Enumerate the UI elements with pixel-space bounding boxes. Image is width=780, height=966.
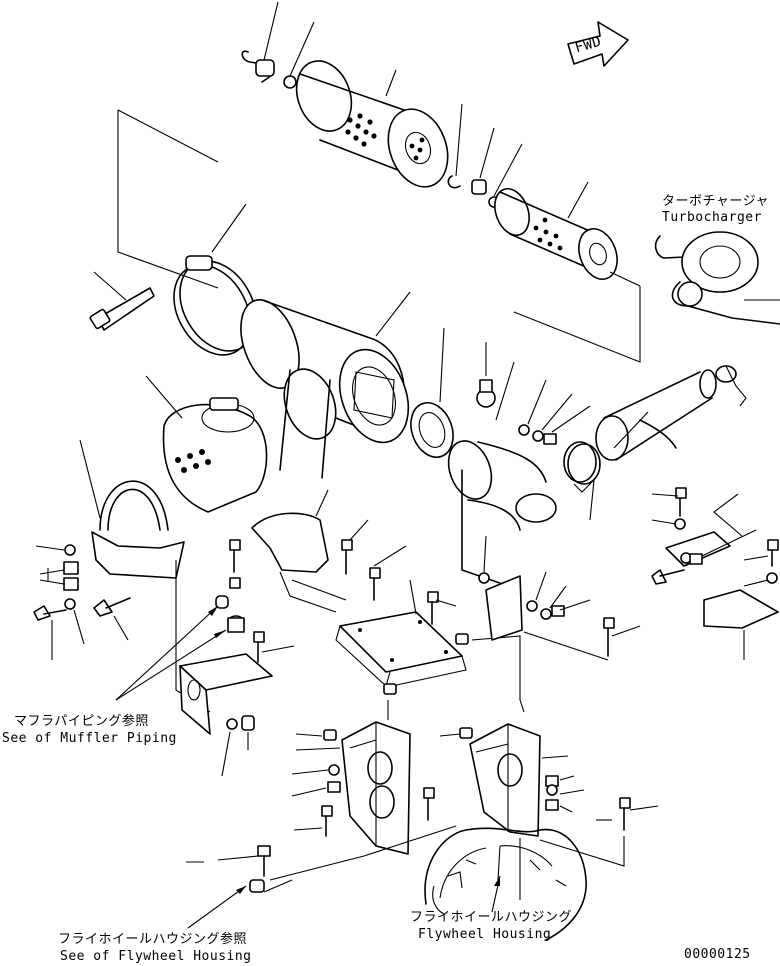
turbocharger-part (654, 231, 780, 325)
outer-element-part (295, 60, 449, 188)
dust-cup-part (145, 375, 268, 513)
fwd-arrow-icon (567, 21, 629, 67)
flywheel-housing-jp-label: フライホイールハウジング (410, 910, 573, 925)
muffler-piping-jp-label: マフラパイピング参照 (14, 714, 149, 729)
left-engine-mount-part (291, 700, 435, 855)
long-bolt-part (89, 271, 155, 331)
wing-nut-part (241, 1, 315, 89)
hose-clamp-part (563, 441, 601, 521)
elbow-washers-parts (518, 379, 591, 445)
inner-element-part (494, 181, 618, 280)
support-plate-part (335, 545, 521, 700)
left-fasteners-parts (33, 544, 131, 660)
clamp-band-part (173, 203, 257, 356)
muffler-piping-en-label: See of Muffler Piping (2, 731, 177, 746)
see-flywheel-housing-en-label: See of Flywheel Housing (60, 949, 252, 964)
muffler-pointer-arrows (115, 605, 227, 701)
right-mid-bracket-part (478, 535, 641, 661)
strap-bracket-left-part (79, 439, 185, 579)
turbocharger-en-label: Turbocharger (662, 210, 762, 225)
muffler-bracket-part (179, 653, 273, 777)
gasket-part (410, 327, 454, 458)
leader-lines (117, 109, 641, 363)
flywheel-pointer-arrow (491, 875, 501, 913)
right-engine-mount-part (439, 699, 659, 867)
air-cleaner-body-part (240, 291, 411, 479)
center-bracket-part (251, 489, 369, 613)
intake-hose-part (595, 365, 747, 461)
elbow-pipe-part (447, 342, 557, 591)
flywheel-housing-en-label: Flywheel Housing (418, 927, 552, 942)
see-flywheel-housing-jp-label: フライホイールハウジング参照 (58, 932, 248, 947)
right-support-bracket-part (651, 487, 779, 660)
turbocharger-jp-label: ターボチャージャ (662, 194, 769, 209)
flywheel-housing-part (424, 827, 587, 941)
drawing-number: 00000125 (684, 947, 751, 962)
bottom-bolts-parts (186, 825, 457, 929)
